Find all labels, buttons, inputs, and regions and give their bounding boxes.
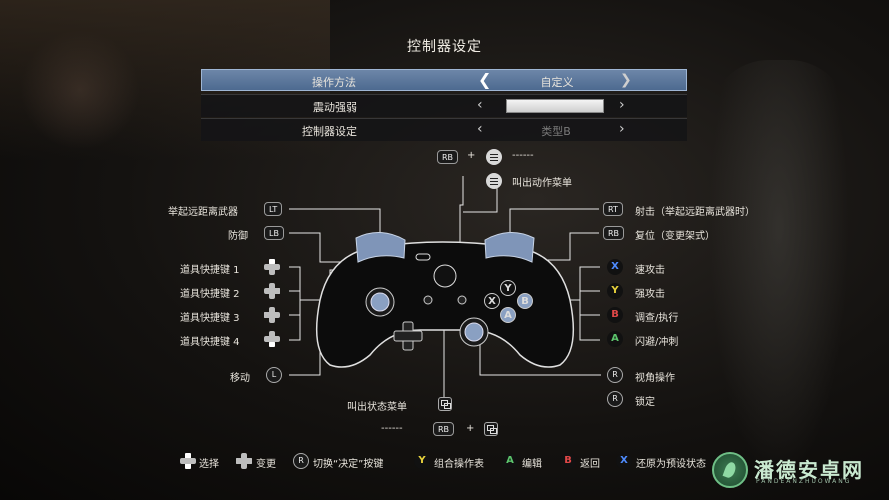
item-shortcut-2-label: 道具快捷键 2 xyxy=(180,289,240,300)
hint-reset-default: 还原为预设状态 xyxy=(636,459,706,470)
y-button-icon: Y xyxy=(607,283,623,299)
arrow-left-icon[interactable]: ❮ xyxy=(478,70,492,89)
rt-label: 射击（举起远距离武器时） xyxy=(635,207,755,218)
x-button-icon: X xyxy=(607,259,623,275)
setting-value: 自定义 xyxy=(540,76,574,89)
b-button-icon: B xyxy=(560,453,576,469)
hint-edit: 编辑 xyxy=(522,459,542,470)
dpad-horizontal-icon xyxy=(236,453,252,469)
dpad-vertical-icon xyxy=(180,453,196,469)
watermark-logo-icon xyxy=(712,452,748,488)
rb-button: RB xyxy=(603,226,625,240)
plus-sign: + xyxy=(467,150,476,161)
item-shortcut-3-label: 道具快捷键 3 xyxy=(180,313,240,324)
setting-row-method[interactable]: 操作方法 ❮ 自定义 ❯ xyxy=(201,69,687,91)
dpad-down-icon xyxy=(264,331,280,347)
setting-row-vibration[interactable]: 震动强弱 ‹ › xyxy=(201,94,687,117)
rt-button: RT xyxy=(603,202,623,216)
right-stick-icon: R xyxy=(607,367,623,383)
arrow-right-icon[interactable]: › xyxy=(619,121,625,137)
item-shortcut-1-label: 道具快捷键 1 xyxy=(180,265,240,276)
right-stick-press-icon: R xyxy=(607,391,623,407)
x-button-icon: X xyxy=(616,453,632,469)
lt-label: 举起远距离武器 xyxy=(168,207,238,218)
setting-label: 控制器设定 xyxy=(302,125,357,138)
lt-button: LT xyxy=(264,202,283,216)
setting-value: 类型B xyxy=(541,125,571,138)
lb-label: 防御 xyxy=(228,231,248,242)
watermark-subtitle: PANDEANZHUOWANG xyxy=(756,478,852,485)
action-menu-label: 叫出动作菜单 xyxy=(512,178,572,189)
pad-y-button: Y xyxy=(500,280,516,296)
unassigned-dashes: ------ xyxy=(512,150,534,161)
b-button-icon: B xyxy=(607,307,623,323)
pad-a-button: A xyxy=(500,307,516,323)
dpad-right-icon xyxy=(264,283,280,299)
b-label: 调查/执行 xyxy=(635,313,679,324)
dpad-up-icon xyxy=(264,259,280,275)
setting-label: 操作方法 xyxy=(312,76,356,89)
background-character xyxy=(709,60,849,480)
hint-select: 选择 xyxy=(199,459,219,470)
dpad-left-icon xyxy=(264,307,280,323)
unassigned-dashes: ------ xyxy=(381,423,403,434)
page-title: 控制器设定 xyxy=(407,39,482,55)
gamepad-body xyxy=(315,232,575,368)
arrow-left-icon[interactable]: ‹ xyxy=(477,121,483,137)
menu-icon xyxy=(486,149,502,165)
watermark-name: 潘德安卓网 xyxy=(754,458,864,482)
a-button-icon: A xyxy=(502,453,518,469)
left-stick-icon: L xyxy=(266,367,282,383)
status-menu-label: 叫出状态菜单 xyxy=(347,402,407,413)
setting-label: 震动强弱 xyxy=(313,101,357,114)
view-button-icon xyxy=(484,422,498,436)
setting-row-controller-type[interactable]: 控制器设定 ‹ 类型B › xyxy=(201,118,687,141)
x-label: 速攻击 xyxy=(635,265,665,276)
pad-x-button: X xyxy=(484,293,500,309)
lock-on-label: 锁定 xyxy=(635,397,655,408)
arrow-right-icon[interactable]: › xyxy=(619,97,625,113)
hint-change: 变更 xyxy=(256,459,276,470)
footer-hints: 选择 变更 R 切换“决定”按键 Y 组合操作表 A 编辑 B 返回 X 还原为… xyxy=(0,446,889,476)
rb-button: RB xyxy=(433,422,455,436)
y-label: 强攻击 xyxy=(635,289,665,300)
item-shortcut-4-label: 道具快捷键 4 xyxy=(180,337,240,348)
rb-button: RB xyxy=(437,150,459,164)
vibration-slider[interactable] xyxy=(506,99,604,113)
view-button-icon xyxy=(438,397,452,411)
a-label: 闪避/冲刺 xyxy=(635,337,679,348)
move-label: 移动 xyxy=(230,373,250,384)
hint-back: 返回 xyxy=(580,459,600,470)
arrow-left-icon[interactable]: ‹ xyxy=(477,97,483,113)
camera-label: 视角操作 xyxy=(635,373,675,384)
rb-label: 复位（变更架式） xyxy=(635,231,715,242)
a-button-icon: A xyxy=(607,331,623,347)
arrow-right-icon[interactable]: ❯ xyxy=(620,72,632,88)
lb-button: LB xyxy=(264,226,284,240)
y-button-icon: Y xyxy=(414,453,430,469)
hint-switch-confirm: 切换“决定”按键 xyxy=(313,459,384,470)
hint-combo-table: 组合操作表 xyxy=(434,459,484,470)
menu-icon xyxy=(486,173,502,189)
right-stick-press-icon: R xyxy=(293,453,309,469)
pad-b-button: B xyxy=(517,293,533,309)
plus-sign: + xyxy=(466,423,475,434)
